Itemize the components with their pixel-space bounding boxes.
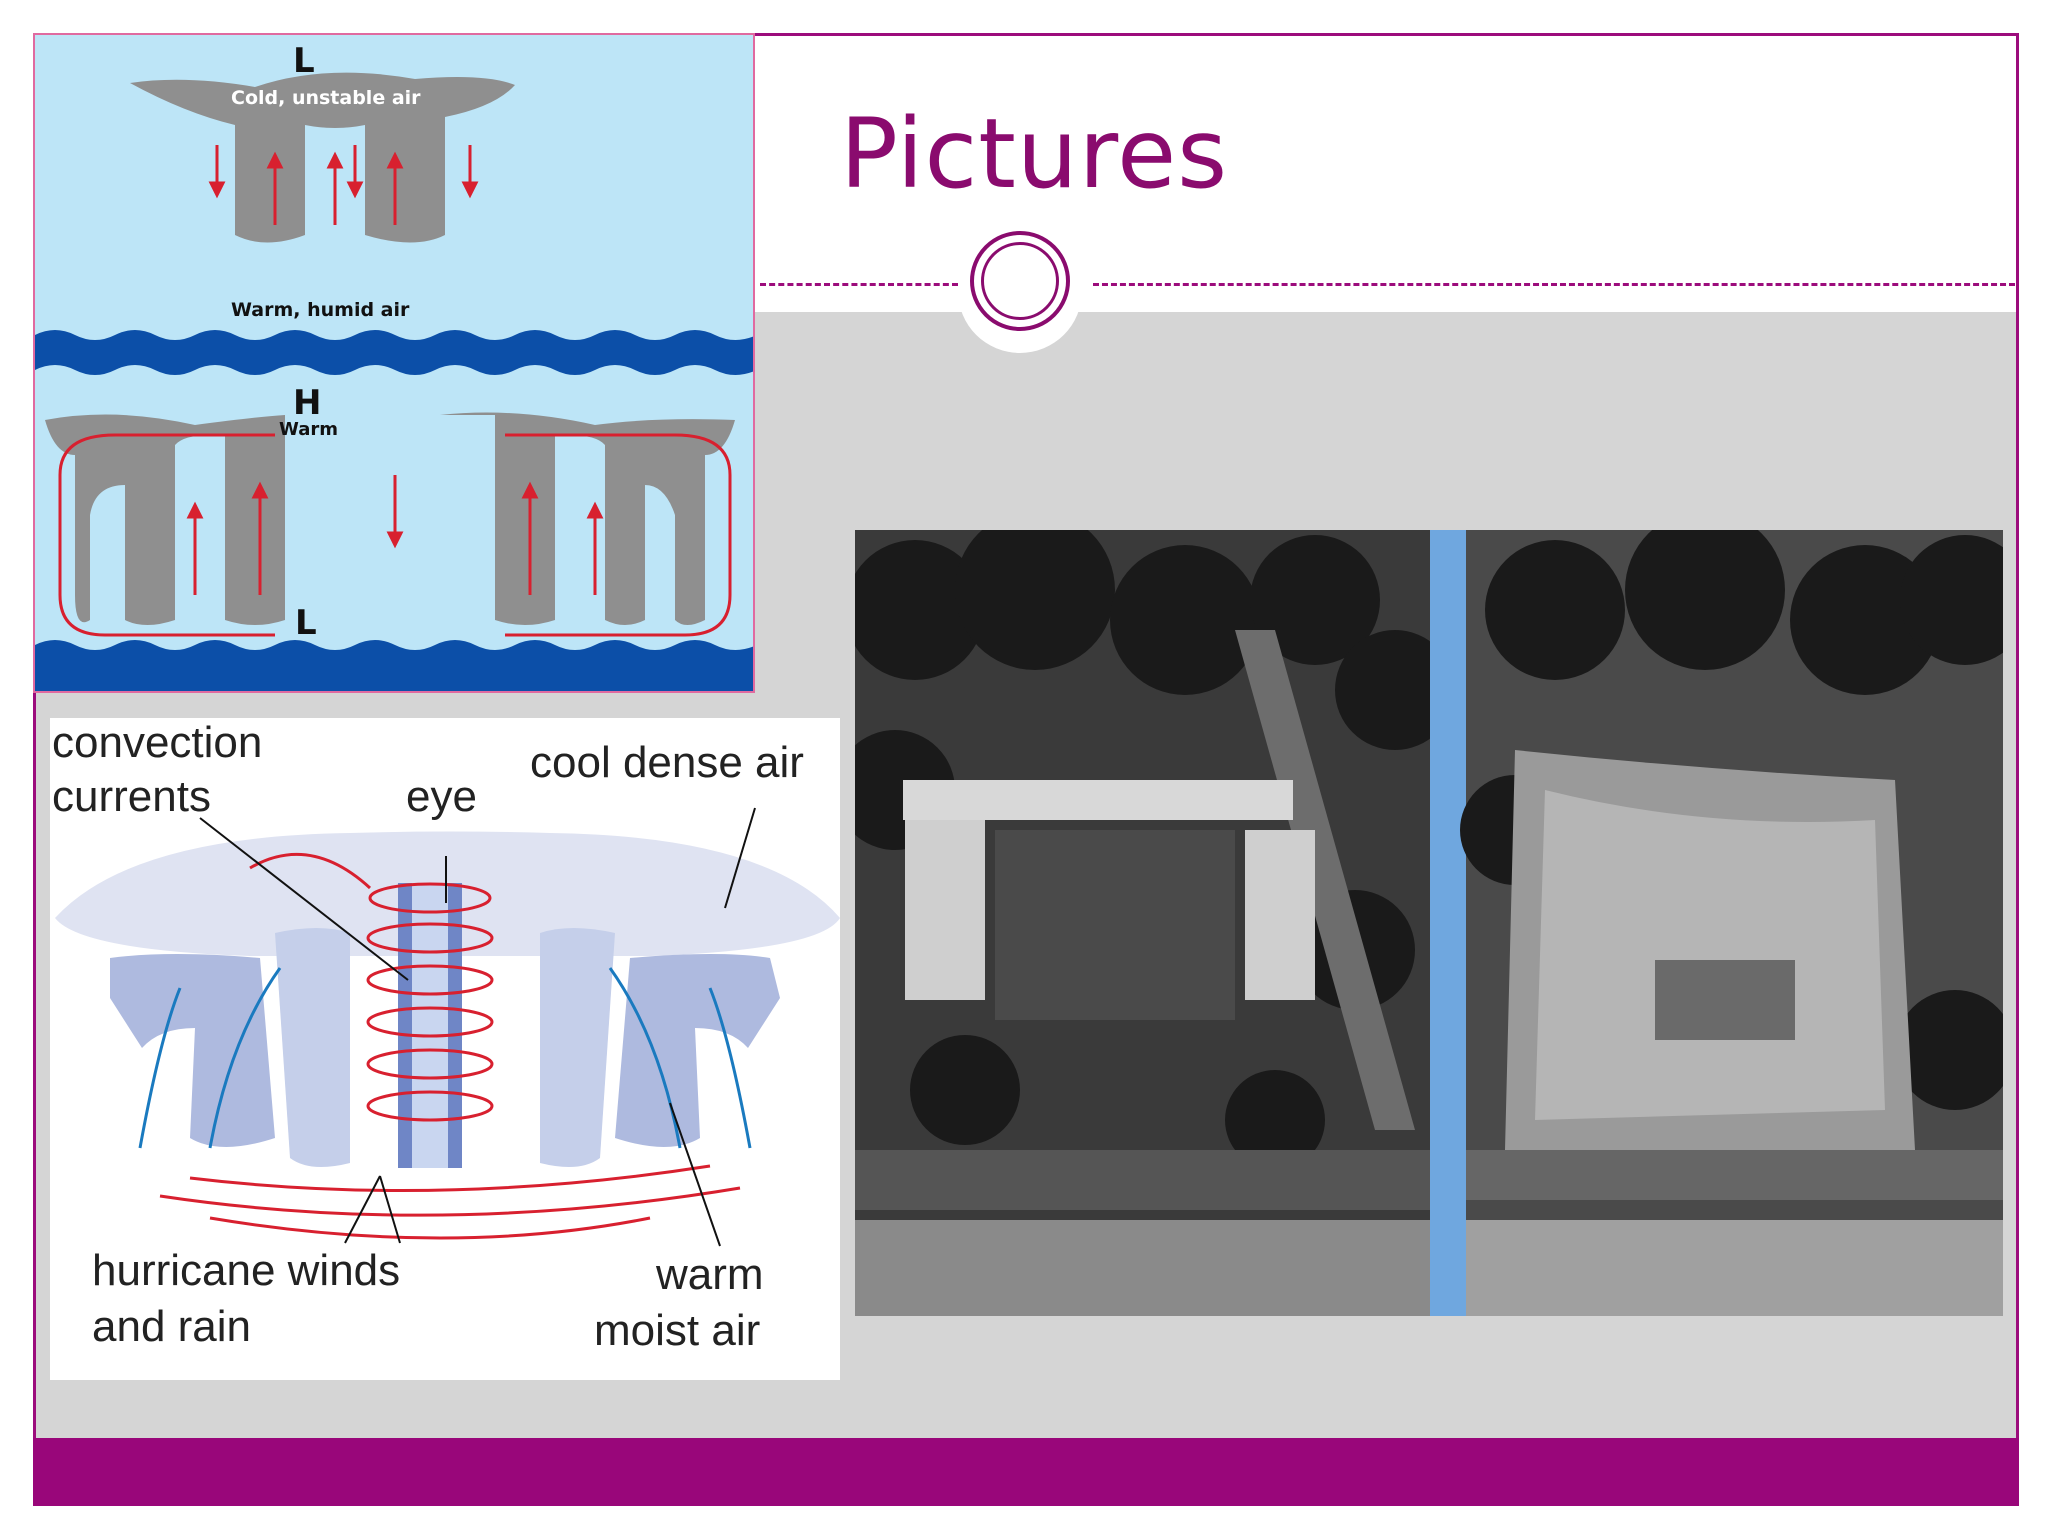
high-pressure-label: H — [293, 383, 322, 423]
convection-diagram-art — [35, 72, 753, 691]
convection-currents-line1: convection — [52, 718, 263, 767]
hurricane-winds-line1: hurricane winds — [92, 1246, 401, 1295]
cold-unstable-air-label: Cold, unstable air — [231, 87, 421, 109]
hurricane-diagram-art — [55, 807, 840, 1247]
footer-bar — [33, 1438, 2019, 1506]
divider-line-right — [1093, 283, 2015, 286]
warm-moist-air-line1: warm — [656, 1250, 764, 1299]
cool-dense-air-label: cool dense air — [530, 738, 804, 787]
convection-currents-line2: currents — [52, 772, 211, 821]
hurricane-diagram: convection currents eye cool dense air h… — [50, 718, 840, 1380]
aerial-photo-art — [855, 530, 2003, 1316]
double-circle-ornament-icon — [970, 231, 1070, 331]
aerial-before-after-photo — [855, 530, 2003, 1316]
divider-line-left — [760, 283, 958, 286]
low-pressure-label-bottom: L — [295, 603, 317, 643]
convection-diagram: L Cold, unstable air Warm, humid air H W… — [33, 33, 755, 693]
warm-moist-air-line2: moist air — [594, 1306, 761, 1355]
low-pressure-label-top: L — [293, 41, 315, 81]
eye-label: eye — [406, 772, 477, 821]
slide-title: Pictures — [840, 98, 1229, 210]
hurricane-winds-line2: and rain — [92, 1302, 252, 1351]
warm-label: Warm — [279, 419, 338, 440]
warm-humid-air-label: Warm, humid air — [231, 299, 410, 321]
